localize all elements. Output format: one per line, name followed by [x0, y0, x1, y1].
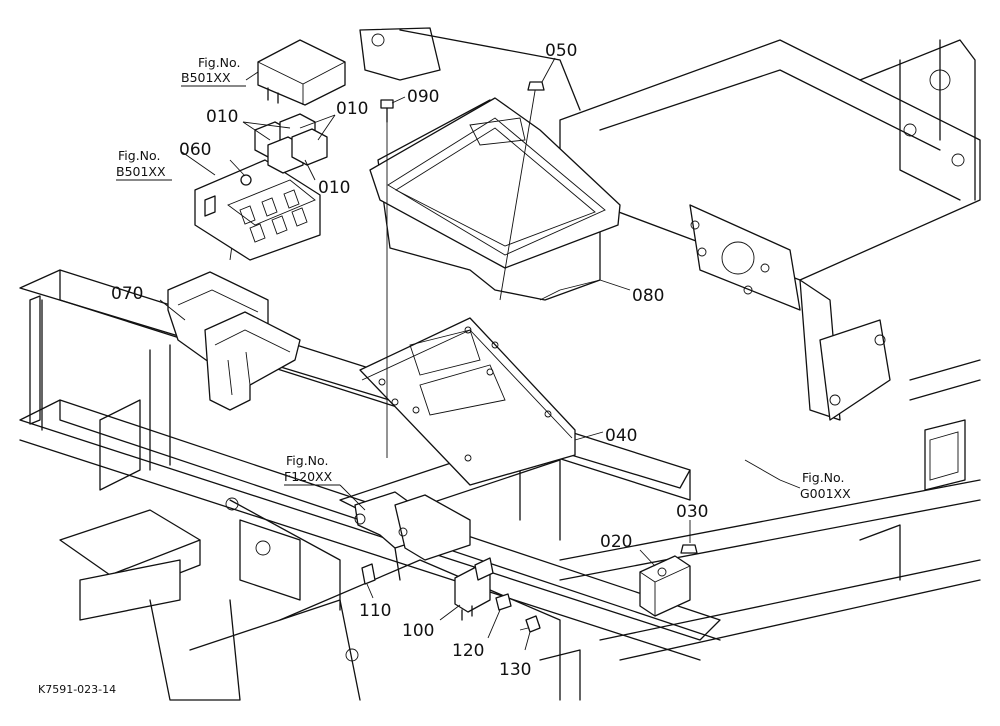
part-label-010: 010 — [318, 178, 350, 198]
drawing-code: K7591-023-14 — [38, 683, 116, 696]
part-label-110: 110 — [359, 601, 391, 621]
nut-030 — [680, 544, 698, 554]
terminal-110 — [361, 563, 376, 585]
part-labels: 010 010 010 020 030 040 050 060 070 080 … — [111, 41, 708, 680]
chassis-frame — [19, 27, 981, 701]
part-label-040: 040 — [605, 426, 637, 446]
relay-020 — [639, 555, 691, 617]
fig-ref-g001: Fig.No. G001XX — [779, 470, 851, 501]
switch-bracket-f120 — [354, 491, 471, 581]
terminal-120 — [495, 593, 512, 611]
relay-box-assembly — [194, 113, 328, 261]
part-label-030: 030 — [676, 502, 708, 522]
part-label-080: 080 — [632, 286, 664, 306]
battery-tray-080 — [369, 97, 621, 301]
mounting-plate-040 — [359, 317, 576, 486]
bracket-070 — [167, 271, 301, 411]
fig-ref-b501-left: Fig.No. B501XX — [116, 148, 172, 181]
nut-050 — [527, 81, 545, 91]
part-label-120: 120 — [452, 641, 484, 661]
part-label-090: 090 — [407, 87, 439, 107]
part-label-070: 070 — [111, 284, 143, 304]
fig-ref-code: G001XX — [800, 486, 851, 501]
fig-ref-label: Fig.No. — [198, 55, 240, 70]
part-label-100: 100 — [402, 621, 434, 641]
fig-ref-label: Fig.No. — [802, 470, 844, 485]
fig-ref-code: B501XX — [181, 70, 231, 85]
screw-130 — [525, 615, 541, 633]
part-label-020: 020 — [600, 532, 632, 552]
leader-lines — [159, 57, 781, 651]
top-relay-b501 — [257, 39, 346, 106]
bolt-090 — [380, 99, 394, 123]
switch-100 — [454, 557, 494, 621]
fig-ref-b501-top: Fig.No. B501XX — [181, 55, 246, 87]
fig-ref-code: F120XX — [284, 469, 333, 484]
fig-ref-f120: Fig.No. F120XX — [284, 453, 340, 486]
part-label-060: 060 — [179, 140, 211, 160]
fig-ref-label: Fig.No. — [118, 148, 160, 163]
part-label-130: 130 — [499, 660, 531, 680]
fig-ref-label: Fig.No. — [286, 453, 328, 468]
part-label-010: 010 — [336, 99, 368, 119]
part-label-010: 010 — [206, 107, 238, 127]
fig-ref-code: B501XX — [116, 164, 166, 179]
part-label-050: 050 — [545, 41, 577, 61]
